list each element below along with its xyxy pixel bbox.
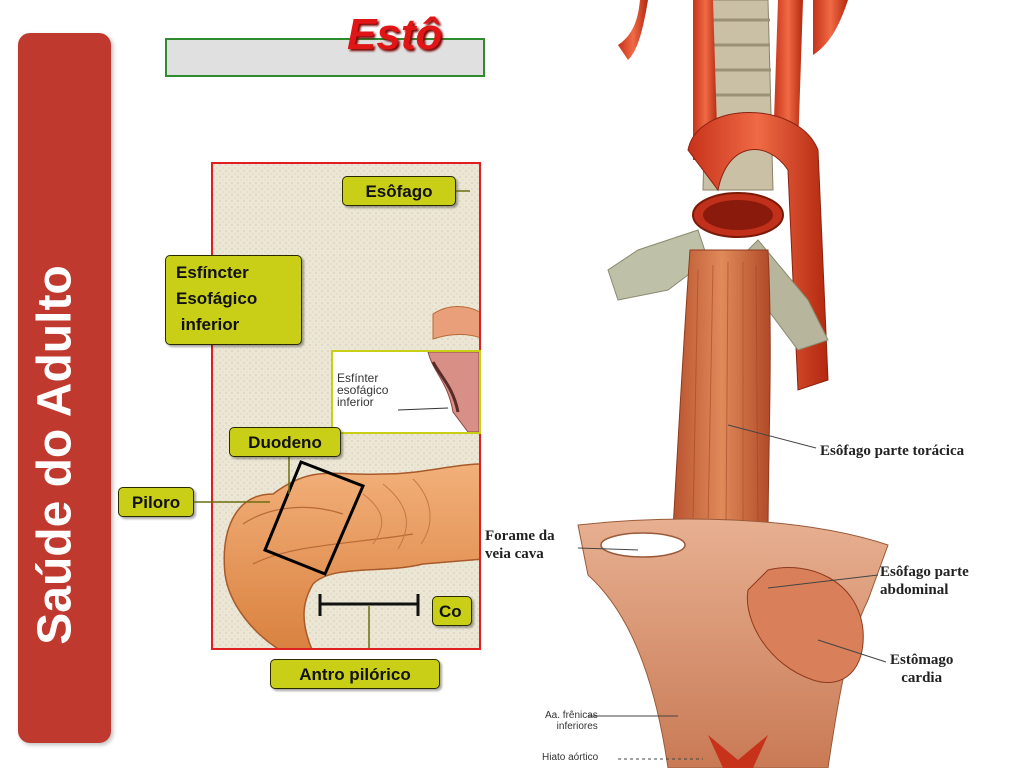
inset-label: Esfínter esofágico inferior: [337, 371, 389, 409]
label-hiato-aortico: Hiato aórtico: [542, 752, 599, 763]
label-forame-veia-cava: Forame da veia cava: [485, 528, 555, 562]
label-piloro: Piloro: [118, 487, 194, 517]
label-esofago-abdominal: Esôfago parte abdominal: [880, 564, 969, 598]
label-esofago: Esôfago: [342, 176, 456, 206]
label-estomago-cardia: Estômago cardia: [890, 652, 954, 686]
esophagus-anatomy-illustration: [577, 0, 889, 768]
label-esfincter: Esfíncter Esofágico inferior: [165, 255, 302, 345]
label-duodeno: Duodeno: [229, 427, 341, 457]
label-frenicas-inferiores: Aa. frênicas inferiores: [545, 710, 598, 732]
label-antro-pilorico: Antro pilórico: [270, 659, 440, 689]
inset-sphincter-box: [331, 350, 481, 434]
slide-title: Estô: [347, 10, 443, 59]
side-banner: [18, 33, 111, 743]
title-bar: [165, 38, 485, 77]
label-esofago-toracica: Esôfago parte torácica: [820, 443, 965, 459]
sphincter-inset-illustration: [397, 351, 480, 433]
label-corpo-partial: Co: [432, 596, 472, 626]
